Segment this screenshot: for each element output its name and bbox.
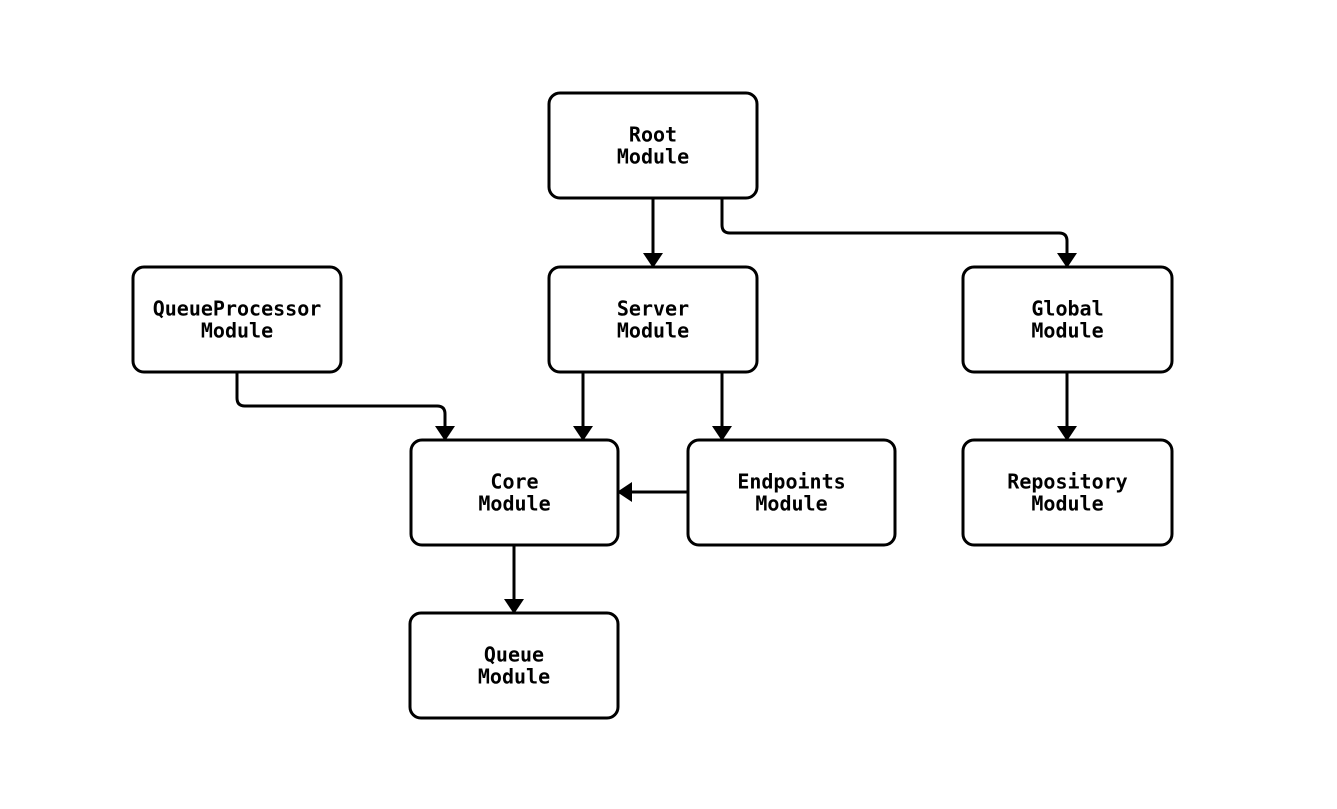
node-box-repository-module [961,438,1174,547]
edges-layer [235,198,1077,614]
node-box-queueprocessor-module [131,265,343,374]
node-box-root-module [547,91,759,200]
node-box-server-module [547,265,759,374]
node-box-core-module [409,438,620,547]
node-box-global-module [961,265,1174,374]
edge-root-global [720,198,1077,268]
node-box-queue-module [408,611,620,720]
edge-queueprocessor-core [235,372,455,441]
node-box-endpoints-module [686,438,897,547]
